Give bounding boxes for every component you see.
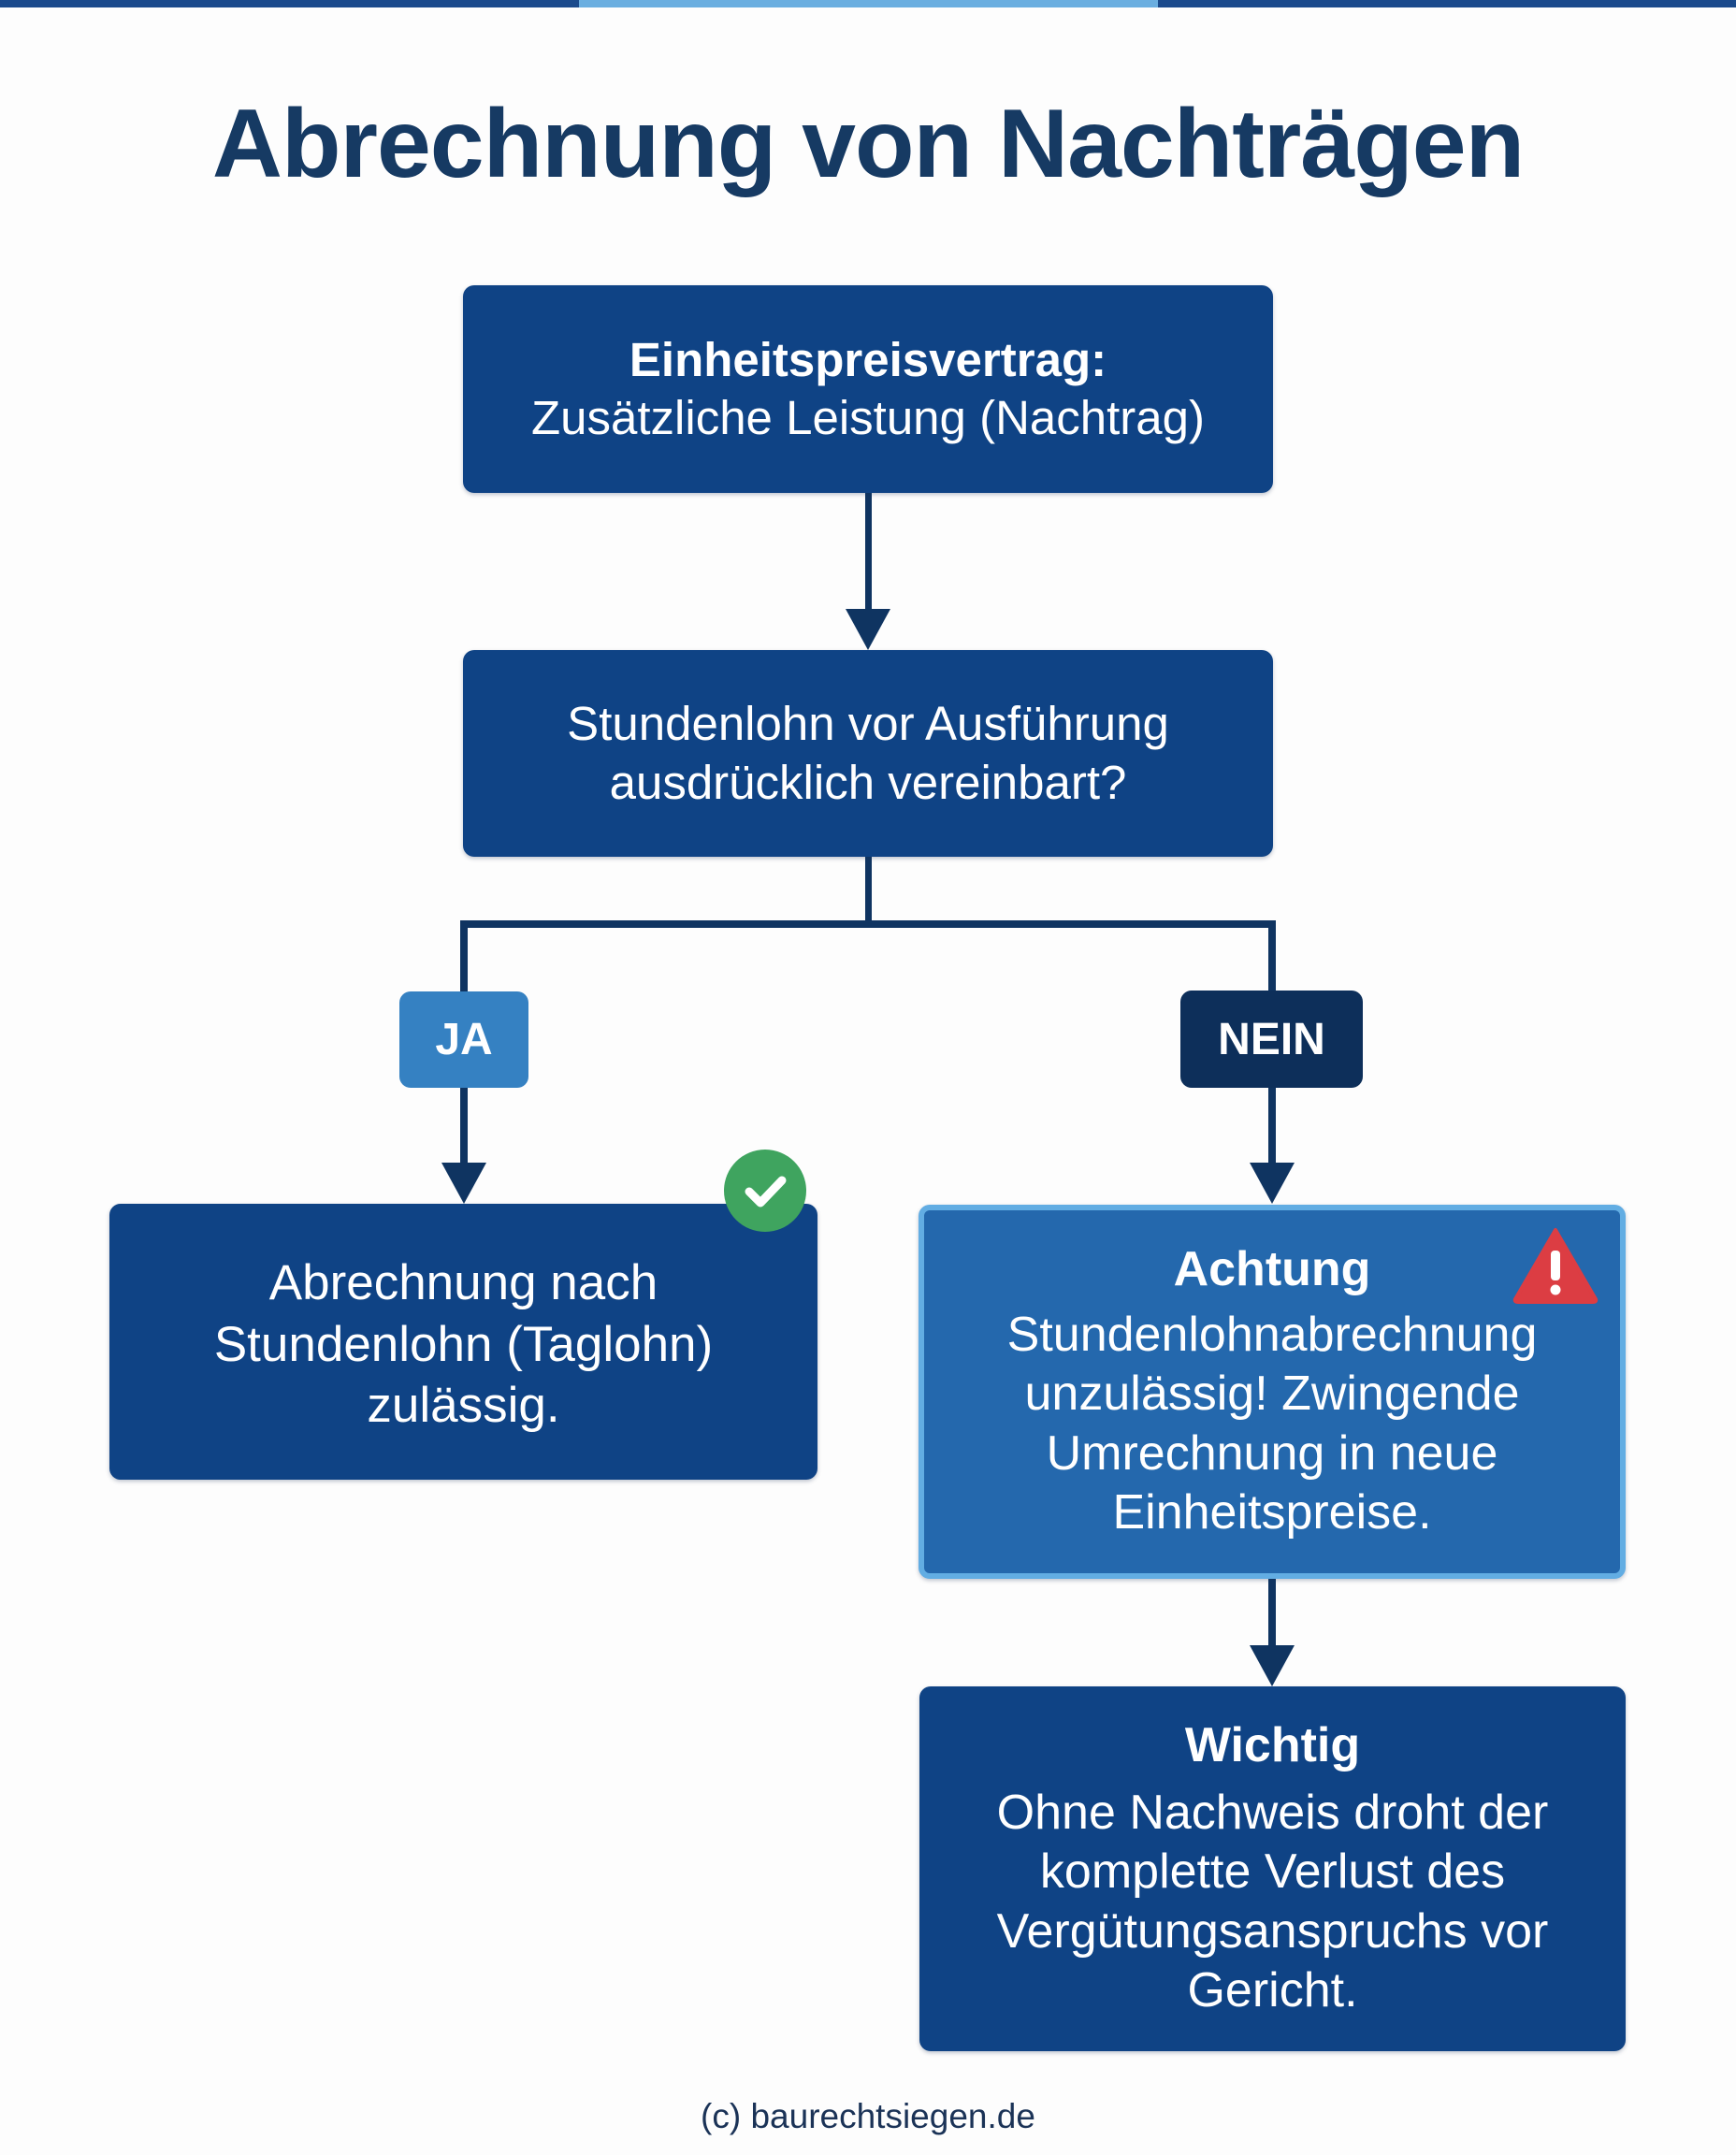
warning-line-2: unzulässig! Zwingende bbox=[1024, 1367, 1520, 1422]
start-node: Einheitspreisvertrag: Zusätzliche Leistu… bbox=[463, 285, 1273, 493]
copyright-footer: (c) baurechtsiegen.de bbox=[701, 2097, 1035, 2135]
warning-line-3: Umrechnung in neue bbox=[1046, 1425, 1498, 1481]
check-circle-icon bbox=[724, 1150, 806, 1232]
connector-decision-down bbox=[865, 857, 872, 928]
arrowhead-no-warning bbox=[1250, 1163, 1295, 1204]
top-accent-bar-left bbox=[0, 0, 579, 7]
important-line-4: Gericht. bbox=[1187, 1963, 1358, 2018]
warning-line-4: Einheitspreise. bbox=[1112, 1485, 1432, 1540]
decision-line-2: ausdrücklich vereinbart? bbox=[609, 755, 1127, 809]
decision-line-1: Stundenlohn vor Ausführung bbox=[567, 697, 1169, 751]
top-accent-bar-right bbox=[1158, 0, 1736, 7]
start-node-text: Zusätzliche Leistung (Nachtrag) bbox=[530, 391, 1205, 444]
important-line-1: Ohne Nachweis droht der bbox=[996, 1785, 1549, 1840]
yes-badge: JA bbox=[399, 991, 528, 1088]
yes-result-line-2: Stundenlohn (Taglohn) bbox=[213, 1316, 714, 1372]
start-node-heading: Einheitspreisvertrag: bbox=[629, 332, 1107, 386]
warning-node: Achtung Stundenlohnabrechnung unzulässig… bbox=[919, 1205, 1626, 1579]
yes-result-node: Abrechnung nach Stundenlohn (Taglohn) zu… bbox=[109, 1204, 817, 1480]
important-node: Wichtig Ohne Nachweis droht der komplett… bbox=[919, 1686, 1626, 2051]
arrowhead-decision bbox=[846, 609, 890, 650]
connector-warning-important bbox=[1268, 1579, 1276, 1648]
connector-no-warning bbox=[1268, 1088, 1276, 1164]
connector-branch-right bbox=[1268, 920, 1276, 993]
warning-heading: Achtung bbox=[1173, 1242, 1371, 1297]
important-line-3: Vergütungsanspruchs vor bbox=[996, 1903, 1549, 1959]
connector-yes-result bbox=[460, 1088, 468, 1164]
arrowhead-yes-result bbox=[441, 1163, 486, 1204]
connector-branch-horizontal bbox=[460, 920, 1276, 928]
arrowhead-important bbox=[1250, 1645, 1295, 1686]
connector-branch-left bbox=[460, 920, 468, 993]
important-heading: Wichtig bbox=[1184, 1718, 1361, 1773]
page-title: Abrechnung von Nachträgen bbox=[211, 90, 1525, 198]
yes-result-line-1: Abrechnung nach bbox=[268, 1254, 658, 1310]
warning-line-1: Stundenlohnabrechnung bbox=[1006, 1307, 1538, 1362]
important-line-2: komplette Verlust des bbox=[1039, 1844, 1506, 1900]
warning-triangle-icon bbox=[1512, 1226, 1599, 1305]
top-accent-bar-center bbox=[579, 0, 1158, 7]
connector-start-decision bbox=[865, 493, 872, 609]
yes-result-line-3: zulässig. bbox=[367, 1378, 560, 1434]
decision-node: Stundenlohn vor Ausführung ausdrücklich … bbox=[463, 650, 1273, 857]
no-badge: NEIN bbox=[1180, 991, 1363, 1088]
